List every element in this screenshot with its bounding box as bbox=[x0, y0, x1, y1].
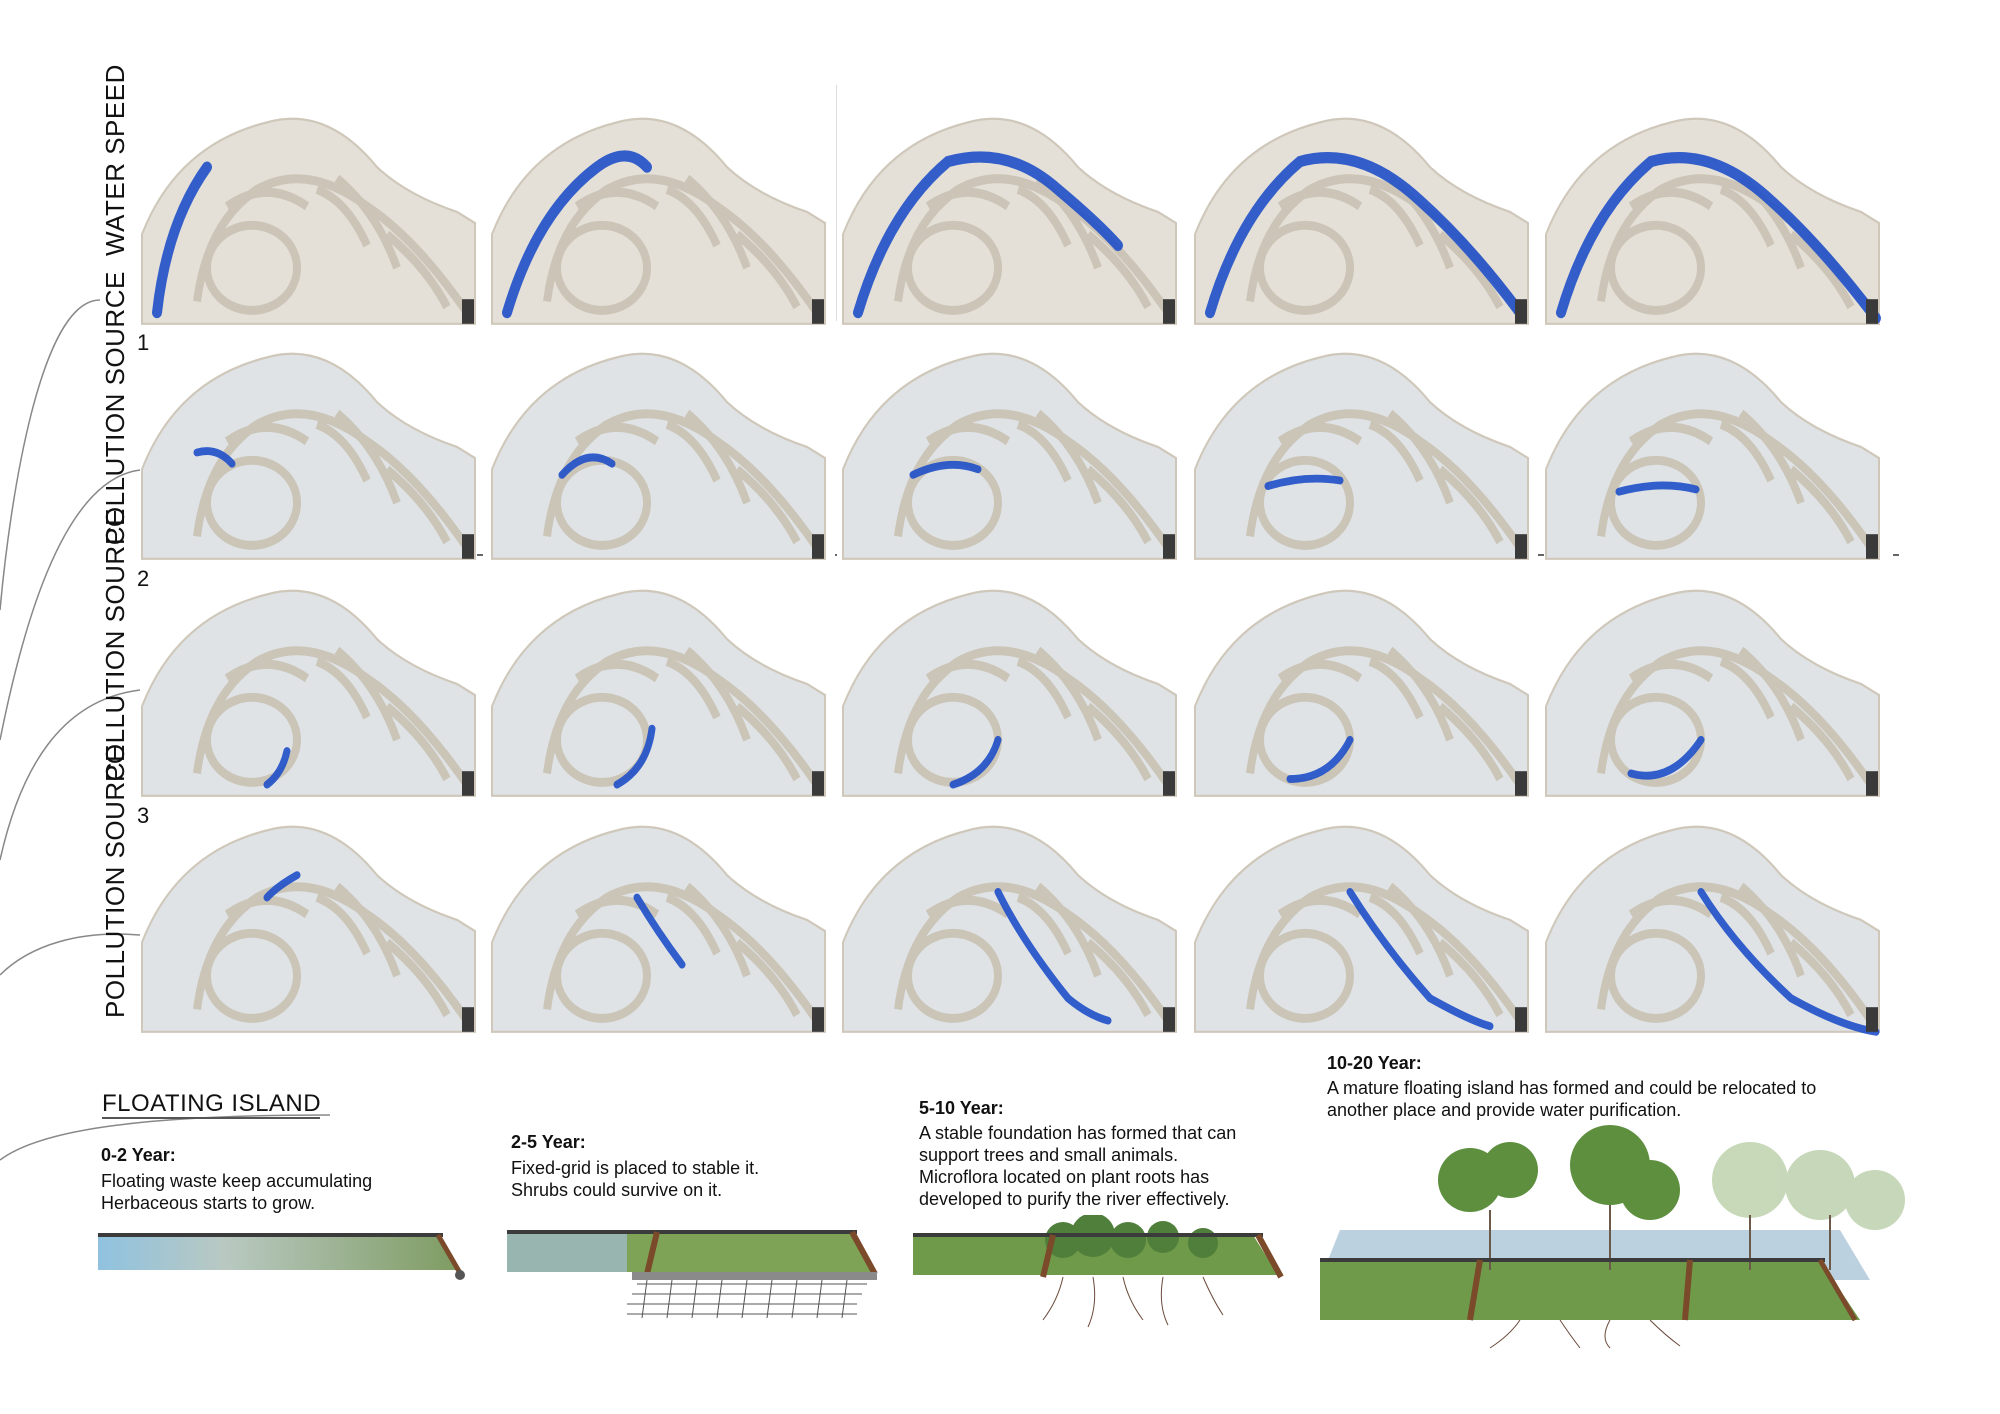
stage-desc-5-10-line3: Microflora located on plant roots has bbox=[919, 1167, 1210, 1187]
stage-desc-2-5-line1: Fixed-grid is placed to stable it. bbox=[511, 1158, 760, 1178]
model-photo bbox=[137, 100, 477, 335]
model-photo bbox=[1541, 335, 1881, 570]
island-illustration-5-10 bbox=[913, 1215, 1288, 1335]
model-photo bbox=[1541, 808, 1881, 1043]
stage-title-5-10: 5-10 Year: bbox=[919, 1098, 1004, 1118]
model-photo bbox=[1190, 100, 1530, 335]
model-photo bbox=[137, 808, 477, 1043]
row-label-pollution-3: POLLUTION SOURCE bbox=[100, 744, 130, 1018]
model-photo bbox=[487, 808, 827, 1043]
column-divider bbox=[836, 85, 837, 321]
model-photo bbox=[838, 572, 1178, 807]
row-label-pollution-1: POLLUTION SOURCE bbox=[100, 271, 130, 545]
model-photo bbox=[137, 335, 477, 570]
stage-desc-0-2-line1: Floating waste keep accumulating bbox=[101, 1171, 373, 1191]
model-photo bbox=[838, 808, 1178, 1043]
section-title: FLOATING ISLAND bbox=[102, 1090, 322, 1117]
stage-title-2-5: 2-5 Year: bbox=[511, 1132, 586, 1152]
stage-desc-0-2-line2: Herbaceous starts to grow. bbox=[101, 1193, 316, 1213]
section-title-underline bbox=[102, 1117, 320, 1119]
model-photo bbox=[1190, 335, 1530, 570]
row-divider-mark bbox=[1893, 554, 1899, 556]
row-divider-mark bbox=[477, 554, 483, 556]
model-photo bbox=[1190, 572, 1530, 807]
model-photo bbox=[137, 572, 477, 807]
stage-desc-5-10-line1: A stable foundation has formed that can bbox=[919, 1123, 1237, 1143]
row-label-pollution-2: POLLUTION SOURCE bbox=[100, 508, 130, 782]
row-number-1: 1 bbox=[137, 330, 150, 355]
island-illustration-0-2 bbox=[98, 1225, 468, 1295]
model-photo bbox=[838, 100, 1178, 335]
model-photo bbox=[838, 335, 1178, 570]
row-divider-mark bbox=[835, 554, 837, 556]
model-photo bbox=[1541, 572, 1881, 807]
model-photo bbox=[487, 100, 827, 335]
stage-title-10-20: 10-20 Year: bbox=[1327, 1053, 1422, 1073]
island-illustration-10-20 bbox=[1320, 1120, 1920, 1350]
stage-desc-10-20-line1: A mature floating island has formed and … bbox=[1327, 1078, 1817, 1098]
stage-title-0-2: 0-2 Year: bbox=[101, 1145, 176, 1165]
row-label-water-speed: WATER SPEED bbox=[100, 64, 130, 256]
model-photo bbox=[487, 572, 827, 807]
stage-desc-2-5-line2: Shrubs could survive on it. bbox=[511, 1180, 723, 1200]
row-divider-mark bbox=[1538, 554, 1544, 556]
row-number-2: 2 bbox=[137, 566, 150, 591]
row-number-3: 3 bbox=[137, 803, 150, 828]
model-photo bbox=[1541, 100, 1881, 335]
model-photo bbox=[487, 335, 827, 570]
island-illustration-2-5 bbox=[507, 1222, 882, 1332]
stage-desc-10-20-line2: another place and provide water purifica… bbox=[1327, 1100, 1682, 1120]
model-photo bbox=[1190, 808, 1530, 1043]
stage-desc-5-10-line4: developed to purify the river effectivel… bbox=[919, 1189, 1230, 1209]
stage-desc-5-10-line2: support trees and small animals. bbox=[919, 1145, 1179, 1165]
